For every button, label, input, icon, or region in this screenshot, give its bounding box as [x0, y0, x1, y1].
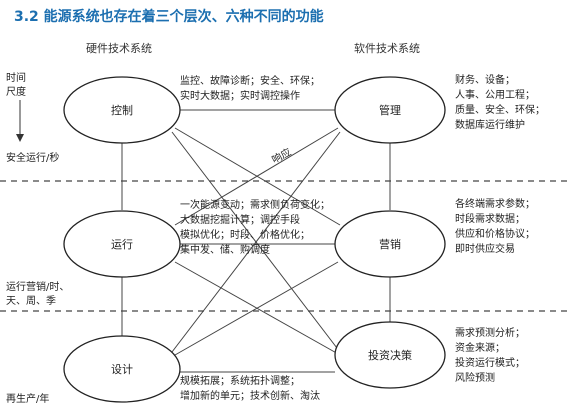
node-operation-label: 运行 — [111, 238, 133, 251]
node-marketing-label: 营销 — [379, 238, 401, 251]
node-design-ellipse — [63, 335, 181, 403]
operation-timescale-line2: 天、周、季 — [6, 296, 56, 307]
control-desc-line1: 监控、故障诊断；安全、环保； — [180, 76, 320, 87]
investment-desc-line4: 风险预测 — [455, 373, 495, 384]
marketing-desc-line4: 即时供应交易 — [455, 244, 515, 255]
link-management-operation — [174, 127, 339, 226]
link-marketing-design — [174, 261, 339, 356]
marketing-desc-line1: 各终端需求参数； — [455, 199, 535, 210]
link-management-design — [171, 131, 341, 353]
hardware-header: 硬件技术系统 — [86, 42, 152, 55]
node-marketing-ellipse — [334, 210, 446, 278]
marketing-desc-line3: 供应和价格协议； — [455, 229, 535, 240]
design-desc-line1: 规模拓展；系统拓扑调整； — [180, 376, 300, 387]
node-control-label: 控制 — [111, 104, 133, 117]
node-management-label: 管理 — [379, 104, 401, 117]
operation-desc-line1: 一次能源变动；需求侧负荷变化； — [180, 200, 330, 211]
node-control-ellipse — [63, 76, 181, 144]
node-investment-label: 投资决策 — [368, 349, 412, 362]
link-control-marketing — [174, 127, 341, 226]
node-investment-ellipse — [334, 321, 446, 389]
operation-desc-line2: 大数据挖掘计算；调控手段 — [180, 215, 300, 226]
node-management-ellipse — [334, 76, 446, 144]
management-desc-line2: 人事、公用工程； — [455, 90, 535, 101]
node-design-label: 设计 — [111, 363, 133, 376]
design-desc-line2: 增加新的单元；技术创新、淘汰 — [180, 391, 320, 402]
figure-title: 3.2 能源系统也存在着三个层次、六种不同的功能 — [14, 9, 324, 25]
marketing-desc-line2: 时段需求数据； — [455, 214, 525, 225]
node-operation-ellipse — [63, 210, 181, 278]
management-desc-line1: 财务、设备； — [455, 75, 515, 86]
investment-desc-line2: 资金来源； — [455, 343, 505, 354]
scale-label: 尺度 — [6, 87, 26, 98]
regen-label: 再生产/年 — [6, 394, 50, 405]
software-header: 软件技术系统 — [354, 42, 420, 55]
operation-timescale-line1: 运行营销/时、 — [6, 282, 70, 293]
time-label: 时间 — [6, 73, 26, 84]
investment-desc-line1: 需求预测分析； — [455, 328, 525, 339]
investment-desc-line3: 投资运行模式； — [455, 358, 525, 369]
time-axis-arrowhead — [16, 134, 24, 142]
operation-desc-line3: 模拟优化；时段、价格优化； — [180, 230, 310, 241]
control-desc-line2: 实时大数据；实时调控操作 — [180, 91, 300, 102]
safety-label: 安全运行/秒 — [6, 153, 60, 164]
management-desc-line3: 质量、安全、环保； — [455, 105, 545, 116]
management-desc-line4: 数据库运行维护 — [455, 120, 525, 131]
operation-desc-line4: 集中发、储、购调度 — [180, 245, 270, 256]
